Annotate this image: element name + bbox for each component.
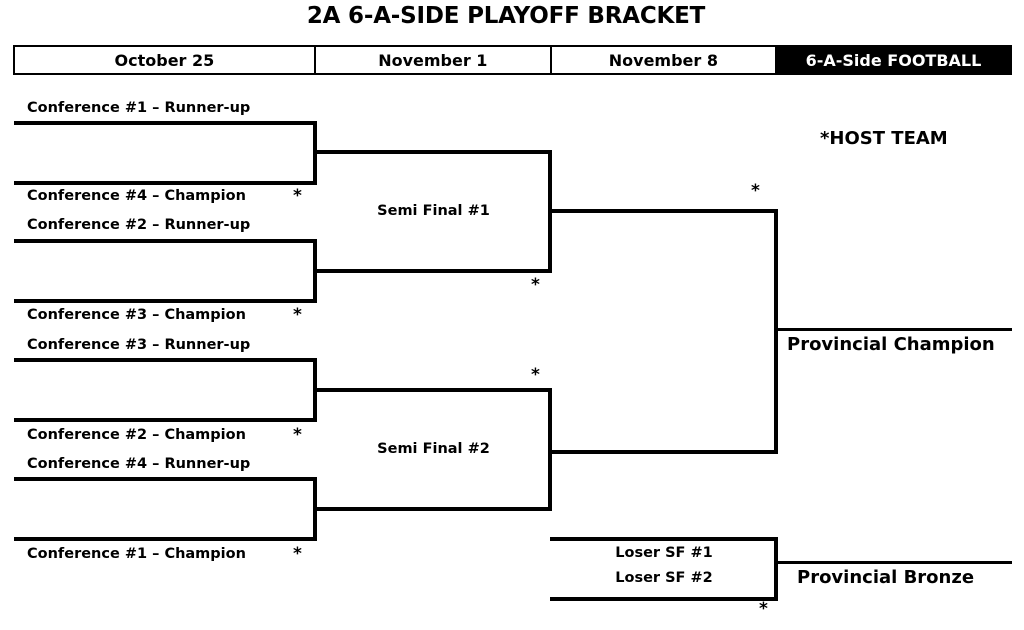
round-header-sport-title: 6-A-Side FOOTBALL (776, 47, 1010, 73)
sf2-bottom-line (315, 507, 552, 511)
final-host-star: * (751, 181, 760, 201)
provincial-bronze-label: Provincial Bronze (797, 567, 975, 588)
bronze-top-team: Loser SF #1 (615, 545, 713, 561)
round2-match2-host-star: * (531, 365, 540, 385)
round1-match3-bottom-host-star: * (293, 425, 302, 445)
sf1-top-line (315, 150, 552, 154)
round-header-october-25: October 25 (15, 47, 316, 73)
round1-match2-bottom-host-star: * (293, 305, 302, 325)
round2-match2-label: Semi Final #2 (377, 441, 490, 457)
provincial-champion-line (776, 328, 1012, 331)
round1-match4-top-line (14, 477, 317, 481)
round1-match1-bottom-host-star: * (293, 186, 302, 206)
round1-match1-bottom-team: Conference #4 – Champion (27, 188, 246, 204)
final-bottom-line (550, 450, 778, 454)
page-title: 2A 6-A-SIDE PLAYOFF BRACKET (306, 3, 706, 29)
round1-match2-bottom-team: Conference #3 – Champion (27, 307, 246, 323)
provincial-champion-label: Provincial Champion (787, 334, 995, 355)
bronze-connector (774, 537, 778, 599)
bronze-bottom-line (550, 597, 778, 601)
final-top-line (550, 209, 778, 213)
round1-match3-top-line (14, 358, 317, 362)
round1-match1-top-line (14, 121, 317, 125)
round2-match1-host-star: * (531, 275, 540, 295)
sf2-top-line (315, 388, 552, 392)
round1-match2-top-team: Conference #2 – Runner-up (27, 217, 251, 233)
bronze-top-line (550, 537, 778, 541)
final-connector (774, 209, 778, 454)
round1-match4-bottom-team: Conference #1 – Champion (27, 546, 246, 562)
host-team-legend: *HOST TEAM (820, 128, 948, 149)
sf1-bottom-line (315, 269, 552, 273)
round1-match3-bottom-team: Conference #2 – Champion (27, 427, 246, 443)
sf2-connector (548, 388, 552, 509)
bronze-bottom-team: Loser SF #2 (615, 570, 713, 586)
round1-match3-bottom-line (14, 418, 317, 422)
round1-match4-top-team: Conference #4 – Runner-up (27, 456, 251, 472)
round1-match3-top-team: Conference #3 – Runner-up (27, 337, 251, 353)
round1-match4-bottom-host-star: * (293, 544, 302, 564)
bronze-host-star: * (759, 599, 768, 619)
round1-match1-bottom-line (14, 181, 317, 185)
round-header-november-8: November 8 (552, 47, 777, 73)
round1-match2-top-line (14, 239, 317, 243)
round2-match1-label: Semi Final #1 (377, 203, 490, 219)
round1-match4-bottom-line (14, 537, 317, 541)
provincial-bronze-line (776, 561, 1012, 564)
round1-match1-top-team: Conference #1 – Runner-up (27, 100, 251, 116)
round-header-bar: October 25 November 1 November 8 6-A-Sid… (13, 45, 1012, 75)
round-header-november-1: November 1 (316, 47, 552, 73)
round1-match2-bottom-line (14, 299, 317, 303)
